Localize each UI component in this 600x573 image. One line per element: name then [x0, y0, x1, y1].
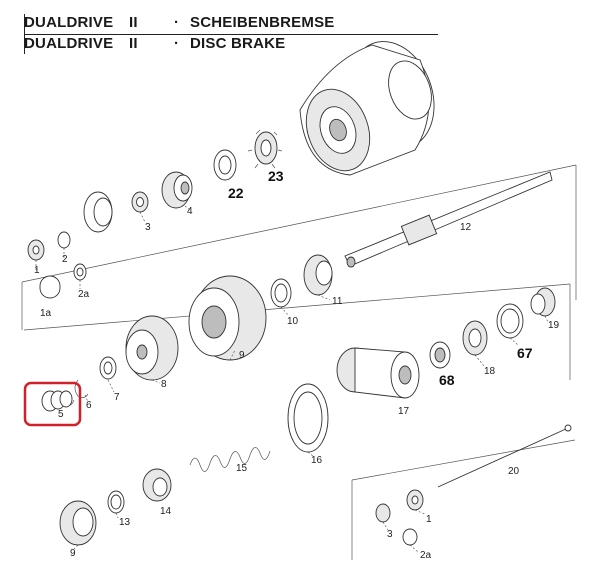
part-labels: 1 2 2a 1a 3 4 22 23 12 11 10 9 8 7 6 5 1… — [34, 168, 560, 561]
part-2-lockwasher — [57, 231, 71, 249]
header-model: II — [129, 14, 138, 31]
part-5-spring — [41, 390, 75, 412]
label-14: 14 — [160, 506, 172, 517]
part-3-nut — [131, 191, 149, 213]
part-2a-lower-washer — [402, 528, 418, 546]
label-10: 10 — [287, 316, 299, 327]
header-separator: · — [174, 35, 180, 52]
label-6: 6 — [86, 400, 92, 411]
label-22: 22 — [228, 185, 244, 201]
label-3-lower: 3 — [387, 529, 393, 540]
dust-cap — [83, 191, 113, 233]
part-5-highlight-box — [23, 381, 82, 427]
part-3-lower-nut — [375, 503, 391, 523]
part-4-cone — [161, 171, 193, 209]
header-rule — [24, 34, 438, 35]
part-12-axle — [344, 171, 553, 268]
header-model: II — [129, 35, 138, 52]
label-17: 17 — [398, 406, 410, 417]
part-15-spring — [189, 447, 271, 472]
label-9: 9 — [239, 350, 245, 361]
part-9-lower-gear — [59, 500, 97, 546]
label-13: 13 — [119, 517, 131, 528]
leader-lines — [35, 205, 549, 553]
part-11-driver — [303, 254, 333, 296]
header-title: SCHEIBENBREMSE — [190, 14, 335, 31]
label-2a-lower: 2a — [420, 550, 432, 561]
part-7-washer — [99, 356, 117, 380]
label-67: 67 — [517, 345, 533, 361]
part-10-ring — [270, 278, 292, 308]
label-11: 11 — [332, 296, 343, 307]
part-17-freehub — [336, 347, 420, 399]
part-14-clutch — [142, 468, 172, 502]
part-2a-washer — [73, 263, 87, 281]
label-19: 19 — [548, 320, 560, 331]
part-23-ratchet — [247, 129, 283, 169]
part-1-lower-nut — [406, 489, 424, 511]
header-rule-left — [24, 14, 25, 54]
header-separator: · — [174, 14, 180, 31]
header-line-german: DUALDRIVE II · SCHEIBENBREMSE — [24, 14, 335, 31]
label-2a: 2a — [78, 289, 90, 300]
part-8-planet-carrier — [125, 315, 179, 381]
frame-lines — [21, 164, 577, 560]
label-4: 4 — [187, 206, 193, 217]
header-line-english: DUALDRIVE II · DISC BRAKE — [24, 35, 285, 52]
label-1: 1 — [34, 265, 40, 276]
part-68-bearing — [429, 341, 451, 369]
label-1a: 1a — [40, 308, 52, 319]
part-20-rod — [437, 424, 572, 488]
hub-shell — [299, 41, 435, 176]
label-20: 20 — [508, 466, 520, 477]
part-19-bearing-cup — [530, 287, 556, 317]
label-7: 7 — [114, 392, 120, 403]
part-16-disc-adapter — [287, 383, 329, 453]
part-13-ring — [107, 490, 125, 514]
label-15: 15 — [236, 463, 248, 474]
label-8: 8 — [161, 379, 167, 390]
label-12: 12 — [460, 222, 472, 233]
part-1a-cap — [39, 275, 61, 299]
header-brand: DUALDRIVE — [24, 35, 114, 52]
label-1-lower: 1 — [426, 514, 432, 525]
part-18-bearing-cage — [462, 320, 488, 356]
label-3: 3 — [145, 222, 151, 233]
label-18: 18 — [484, 366, 496, 377]
label-68: 68 — [439, 372, 455, 388]
part-22-washer — [213, 149, 237, 181]
label-23: 23 — [268, 168, 284, 184]
part-67-seal — [496, 303, 524, 339]
label-16: 16 — [311, 455, 323, 466]
part-9-ring-gear — [188, 275, 267, 361]
label-5: 5 — [58, 409, 64, 420]
label-9-lower: 9 — [70, 548, 76, 559]
label-2: 2 — [62, 254, 68, 265]
part-1-nut — [27, 239, 45, 261]
header-title: DISC BRAKE — [190, 35, 286, 52]
header-brand: DUALDRIVE — [24, 14, 114, 31]
